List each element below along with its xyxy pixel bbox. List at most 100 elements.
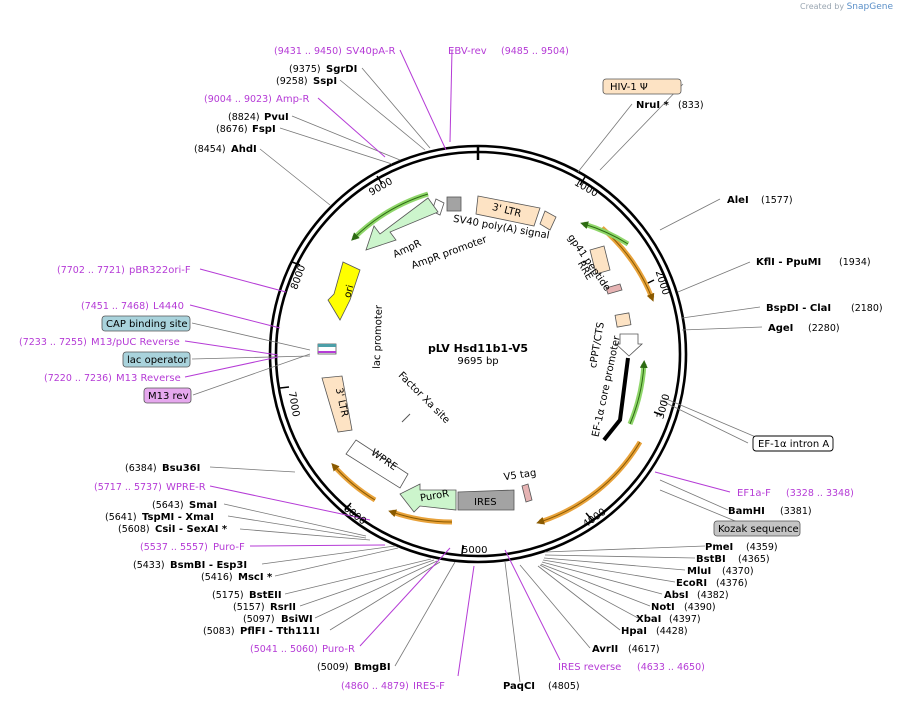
enzyme-pos: (8454) [194, 144, 226, 155]
primer-leader-lines [184, 49, 731, 677]
enzyme-pos: (4376) [716, 578, 748, 589]
enzyme-name: BsmBI - Esp3I [170, 560, 247, 571]
enzyme-name: BmgBI [354, 662, 391, 673]
enzyme-name: HpaI [621, 626, 647, 637]
enzyme-name: MluI [687, 566, 711, 577]
enzyme-pos: (833) [678, 100, 704, 111]
enzyme-name: Bsu36I [162, 463, 200, 474]
primer-name: Puro-R [322, 644, 355, 655]
enzyme-pos: (4805) [548, 681, 580, 692]
enzyme-name: SspI [313, 76, 337, 87]
primer-pos: (5717 .. 5737) [94, 482, 162, 493]
enzyme-pos: (5009) [317, 662, 349, 673]
enzyme-name: AgeI [768, 323, 793, 334]
enzyme-name: MscI * [238, 572, 273, 583]
enzyme-name: FspI [252, 124, 276, 135]
enzyme-name: SmaI [189, 500, 217, 511]
primer-name: Puro-F [213, 542, 245, 553]
primer-name: EF1a-F [737, 488, 771, 499]
enzyme-name: PmeI [705, 542, 733, 553]
primer-name: IRES reverse [558, 662, 621, 673]
enzyme-pos: (5608) [118, 524, 150, 535]
primer-pos: (3328 .. 3348) [786, 488, 854, 499]
primer-pos: (7702 .. 7721) [57, 265, 125, 276]
box-label-hiv1-psi: HIV-1 Ψ [610, 82, 648, 93]
primer-name: pBR322ori-F [129, 265, 191, 276]
feature-label: AmpR [391, 238, 423, 261]
enzyme-leader-lines [191, 67, 771, 683]
tick-label: 7000 [286, 391, 301, 418]
tick-label: 5000 [462, 545, 487, 556]
enzyme-pos: (2280) [808, 323, 840, 334]
enzyme-pos: (8676) [216, 124, 248, 135]
primer-pos: (7220 .. 7236) [44, 373, 112, 384]
feature-label: AmpR promoter [410, 234, 489, 272]
enzyme-pos: (4617) [628, 644, 660, 655]
primer-name: SV40pA-R [346, 46, 395, 57]
enzyme-name: XbaI [636, 614, 661, 625]
plasmid-title: pLV Hsd11b1-V5 [428, 342, 528, 355]
snapgene-credit: Created by SnapGene [800, 2, 893, 12]
primer-pos: (4633 .. 4650) [637, 662, 705, 673]
feature-label: Factor Xa site [396, 370, 452, 426]
enzyme-pos: (9258) [276, 76, 308, 87]
enzyme-pos: (5157) [233, 602, 265, 613]
enzyme-name: PvuI [264, 112, 289, 123]
snapgene-logo: SnapGene [846, 2, 893, 12]
enzyme-name: PaqCI [503, 681, 535, 692]
primer-name: EBV-rev [448, 46, 487, 57]
enzyme-name: AbsI [664, 590, 689, 601]
feature-label: PuroR [419, 488, 450, 504]
enzyme-name: TspMI - XmaI [142, 512, 214, 523]
primer-name: M13 Reverse [116, 373, 181, 384]
primer-name: M13/pUC Reverse [91, 337, 180, 348]
enzyme-pos: (5416) [201, 572, 233, 583]
primer-pos: (9431 .. 9450) [274, 46, 342, 57]
primer-name: Amp-R [276, 94, 310, 105]
enzyme-pos: (4359) [746, 542, 778, 553]
enzyme-pos: (5433) [133, 560, 165, 571]
enzyme-name: BsiWI [281, 614, 313, 625]
enzyme-name: NruI * [636, 100, 670, 111]
enzyme-pos: (4390) [684, 602, 716, 613]
primer-pos: (7233 .. 7255) [19, 337, 87, 348]
box-label-kozak: Kozak sequence [718, 524, 799, 535]
enzyme-labels: (9375) SgrDI (9258) SspI (8824) PvuI (86… [105, 64, 883, 692]
enzyme-pos: (3381) [780, 506, 812, 517]
enzyme-pos: (5175) [212, 590, 244, 601]
enzyme-name: BstEII [249, 590, 282, 601]
enzyme-name: PflFI - Tth111I [240, 626, 320, 637]
primer-pos: (9004 .. 9023) [204, 94, 272, 105]
tick-label: 2000 [653, 269, 671, 297]
box-label-ef1a-intron: EF-1α intron A [758, 439, 829, 450]
feature-label: cPPT/CTS [588, 321, 607, 369]
enzyme-name: KflI - PpuMI [756, 257, 821, 268]
enzyme-pos: (4370) [722, 566, 754, 577]
enzyme-pos: (5641) [105, 512, 137, 523]
enzyme-pos: (1934) [839, 257, 871, 268]
box-label-lac-operator: lac operator [127, 355, 188, 366]
enzyme-name: AvrII [592, 644, 618, 655]
enzyme-pos: (2180) [851, 303, 883, 314]
plasmid-length: 9695 bp [457, 356, 498, 367]
enzyme-pos: (8824) [228, 112, 260, 123]
primer-pos: (5041 .. 5060) [250, 644, 318, 655]
enzyme-pos: (4397) [669, 614, 701, 625]
inner-features [317, 195, 644, 513]
enzyme-pos: (9375) [289, 64, 321, 75]
feature-label: ori [342, 284, 356, 299]
enzyme-name: AleI [727, 195, 749, 206]
primer-pos: (7451 .. 7468) [81, 301, 149, 312]
enzyme-name: CsiI - SexAI * [155, 524, 228, 535]
primer-labels: (9431 .. 9450) SV40pA-R EBV-rev (9485 ..… [19, 46, 854, 692]
primer-pos: (9485 .. 9504) [501, 46, 569, 57]
enzyme-name: BstBI [696, 554, 726, 565]
enzyme-name: RsrII [270, 602, 296, 613]
tick-label: 9000 [367, 176, 395, 198]
enzyme-name: BspDI - ClaI [766, 303, 831, 314]
primer-name: IRES-F [413, 681, 445, 692]
primer-pos: (5537 .. 5557) [140, 542, 208, 553]
primer-pos: (4860 .. 4879) [341, 681, 409, 692]
primer-name: L4440 [153, 301, 184, 312]
